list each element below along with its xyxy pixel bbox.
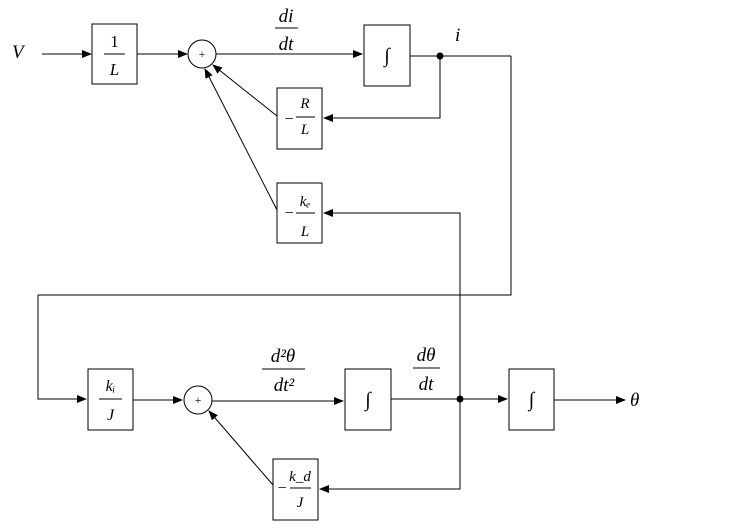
block-kiJ-den: J: [107, 407, 115, 424]
block-R-over-L: − R L: [276, 87, 323, 150]
sum1-symbol: +: [199, 47, 206, 61]
signal-dtheta-dt: dθ dt: [413, 345, 440, 395]
block-kiJ-num: kᵢ: [106, 378, 116, 395]
signal-d2theta-dt2: d²θ dt²: [262, 346, 305, 396]
integrator-1: ∫: [363, 24, 411, 87]
wire-kdJ-to-sum2: [208, 410, 274, 486]
wire-RL-to-sum1: [212, 64, 278, 117]
signal-dt-b: dt: [419, 374, 435, 395]
sum2-symbol: +: [195, 393, 202, 407]
block-keL-den: L: [300, 224, 309, 240]
block-keL-num: kₑ: [300, 194, 311, 210]
signal-di: di: [279, 6, 294, 27]
block-ke-over-L: − kₑ L: [276, 182, 323, 244]
block-kdJ-den: J: [297, 495, 305, 511]
wire-i-to-kiJ: [37, 56, 512, 403]
summing-junction-1: +: [187, 39, 217, 69]
block-RL-den: L: [300, 122, 309, 138]
wire-i-to-RL: [323, 56, 441, 122]
wire-dtheta-to-kdJ: [319, 399, 461, 493]
current-label: i: [455, 25, 460, 46]
block-kdJ-sign: −: [277, 480, 286, 497]
block-RL-sign: −: [284, 111, 293, 128]
signal-dtheta: dθ: [417, 345, 436, 366]
integrator-2-symbol: ∫: [363, 389, 372, 412]
output-label: θ: [630, 390, 639, 411]
signal-dt: dt: [279, 34, 295, 55]
wire-dtheta-to-keL: [323, 209, 461, 399]
signal-d2theta: d²θ: [271, 346, 296, 367]
block-RL-num: R: [299, 96, 309, 112]
integrator-3-symbol: ∫: [527, 389, 536, 412]
integrator-1-symbol: ∫: [382, 45, 391, 68]
signal-di-dt: di dt: [275, 6, 298, 55]
summing-junction-2: +: [183, 385, 213, 415]
wire-keL-to-sum1: [204, 68, 278, 211]
integrator-2: ∫: [344, 368, 392, 431]
block-kd-over-J: − k_d J: [272, 458, 319, 521]
block-inv-L-den: L: [109, 60, 119, 79]
block-kdJ-num: k_d: [289, 469, 311, 485]
input-label: V: [12, 42, 26, 63]
block-ki-over-J: kᵢ J: [87, 368, 134, 431]
block-inv-L: 1 L: [91, 23, 138, 85]
integrator-3: ∫: [508, 368, 555, 431]
block-inv-L-num: 1: [110, 32, 119, 51]
signal-dt2: dt²: [274, 375, 295, 396]
block-keL-sign: −: [284, 205, 293, 222]
